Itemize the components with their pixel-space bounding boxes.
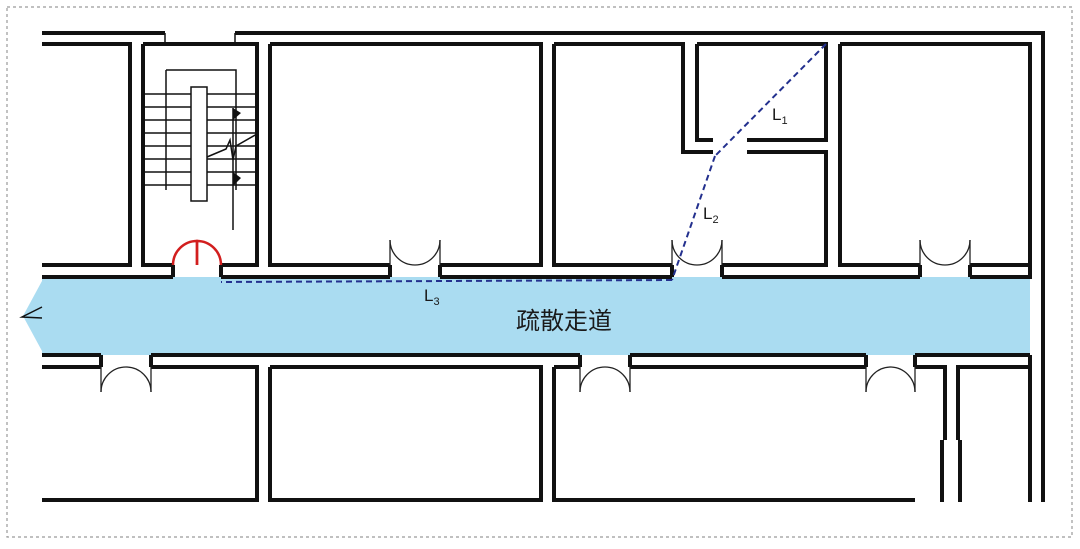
corridor-label: 疏散走道 [516,307,612,335]
stair-break-line [206,133,258,161]
stair-door-left [171,239,199,266]
route-L1 [714,43,827,157]
stair-treads [143,93,257,186]
frame-border [6,6,1073,538]
route-label-L1: L1 [772,105,788,127]
stair-door-right [195,239,223,266]
stair-arrow-up-icon [233,108,241,120]
doors [100,239,971,393]
route-label-L2: L2 [703,204,719,226]
corridor-entry-notch [23,281,42,351]
bottom-rooms [42,353,1045,502]
evacuation-routes [220,43,827,283]
route-L2 [671,155,716,281]
entry-break-mark [19,306,43,319]
route-L3 [220,279,673,283]
stair-arrow-down-icon [233,172,241,186]
evacuation-corridor [42,277,1030,355]
top-rooms [42,31,1045,500]
route-label-L3: L3 [424,286,440,308]
staircase [143,69,258,230]
